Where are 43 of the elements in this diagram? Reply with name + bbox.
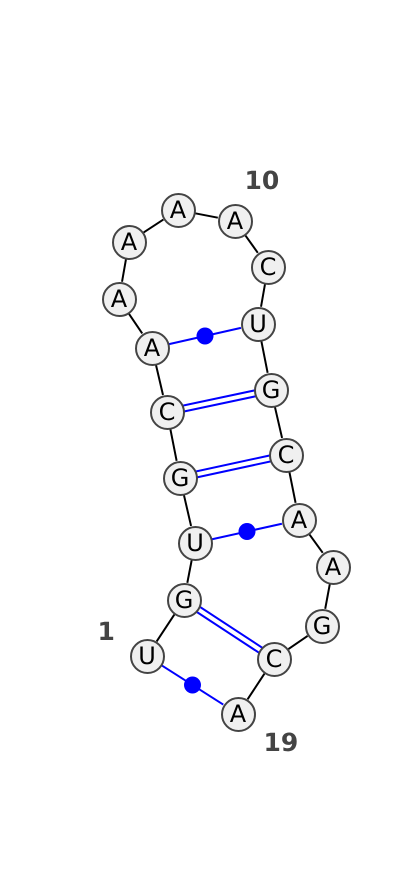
position-number: 10 [244,168,280,192]
base-pair-line [161,664,224,706]
nucleotide-node: A [112,224,146,260]
backbone-line [182,494,192,526]
backbone-line [324,584,331,609]
backbone-line [143,218,164,234]
nucleotide-node: G [162,460,198,496]
backbone-line [121,259,127,282]
nucleotide-node: G [166,582,202,618]
backbone-line [128,312,144,334]
nucleotide-node: C [268,438,304,472]
nucleotide-node: A [220,696,256,732]
backbone-line [288,472,297,504]
backbone-line [186,560,193,583]
base-pair-line [168,326,242,346]
backbone-line [244,234,259,254]
backbone-line [246,673,266,700]
backbone-line [155,364,164,396]
backbone-line [156,614,176,642]
nucleotide-node: G [254,372,288,408]
nucleotide-node: G [304,608,340,644]
nucleotide-node: U [130,638,164,674]
nucleotide-node: A [282,502,316,538]
nucleotide-node: U [178,526,212,560]
backbone-line [195,212,218,219]
nucleotide-node: A [134,330,170,366]
nucleotide-node: A [316,550,350,584]
backbone-line [288,635,308,650]
backbone-line [260,340,269,374]
backbone-line [260,284,266,307]
nucleotide-node: U [240,306,276,342]
backbone-line [274,406,284,438]
nucleotide-node: A [160,192,196,228]
nucleotide-node: C [256,642,292,676]
base-pair-line [212,522,282,540]
backbone-line [169,428,178,462]
nucleotide-node: A [102,282,136,316]
position-number: 1 [98,618,115,644]
backbone-line [308,534,324,554]
position-number: 19 [264,730,298,754]
nucleotide-node: A [218,204,252,238]
nucleotide-node: C [250,250,286,284]
nucleotide-node: C [150,394,184,430]
